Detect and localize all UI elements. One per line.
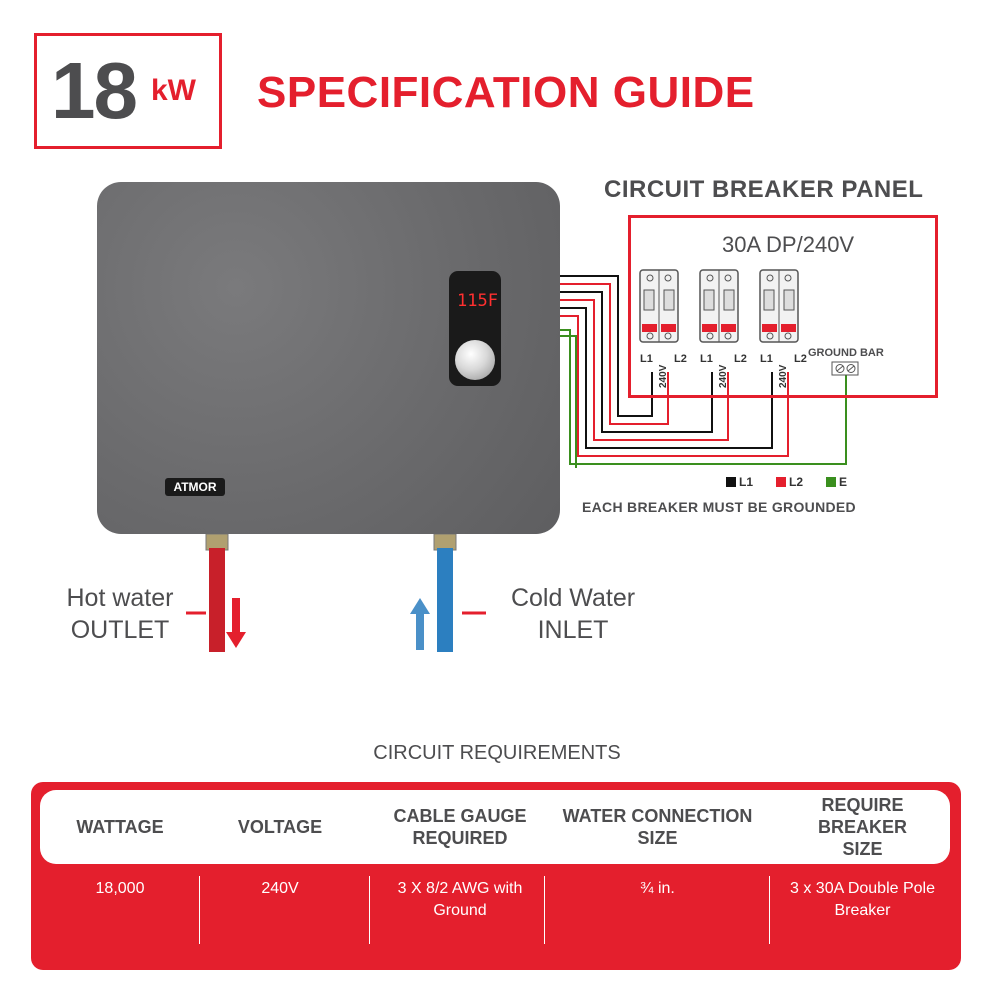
wire-b3-l2 (560, 315, 789, 457)
header-wattage: WATTAGE (76, 817, 164, 837)
wire-ground-b (560, 335, 577, 468)
breaker1-l2: L2 (674, 353, 687, 365)
header-water-connection: WATER CONNECTION SIZE (562, 806, 753, 848)
value-water-connection: ¾ in. (640, 880, 675, 897)
breaker3-l2: L2 (794, 353, 807, 365)
breaker2-l2: L2 (734, 353, 747, 365)
wire-b3-l1 (560, 307, 773, 449)
legend-l1: L1 (726, 475, 753, 489)
header-cable-gauge: CABLE GAUGE REQUIRED (393, 806, 527, 848)
legend-l2-swatch (776, 477, 786, 487)
power-value: 18 (51, 46, 138, 135)
cold-arrow-icon (410, 598, 430, 650)
breaker2-voltage: 240V (718, 364, 729, 388)
temperature-knob (455, 340, 495, 380)
hot-water-label: Hot water OUTLET (66, 584, 174, 644)
breaker3-voltage: 240V (778, 364, 789, 388)
requirements-title: CIRCUIT REQUIREMENTS (373, 742, 621, 764)
hot-arrow-icon (226, 598, 246, 648)
value-breaker-size: 3 x 30A Double Pole Breaker (790, 880, 935, 919)
wire-ground (560, 329, 847, 465)
ground-bar-label: GROUND BAR (808, 347, 884, 359)
legend-l1-swatch (726, 477, 736, 487)
legend-l2: L2 (776, 475, 803, 489)
cold-water-label: Cold Water INLET (510, 584, 636, 644)
table-divider (369, 876, 370, 944)
power-rating-box: 18 kW (34, 33, 222, 149)
display-temp: 115F (457, 291, 498, 311)
breaker1-voltage: 240V (658, 364, 669, 388)
legend-e-swatch (826, 477, 836, 487)
panel-title: CIRCUIT BREAKER PANEL (604, 176, 924, 203)
header-breaker-size: REQUIRE BREAKER SIZE (817, 795, 907, 859)
breakers (639, 269, 799, 343)
value-voltage: 240V (261, 880, 299, 897)
breaker2-l1: L1 (700, 353, 713, 365)
header-voltage: VOLTAGE (237, 817, 323, 837)
brand-logo: ATMOR (165, 478, 225, 496)
breaker3-l1: L1 (760, 353, 773, 365)
cold-pipe (433, 533, 457, 652)
legend-e: E (826, 475, 847, 489)
requirements-header-row (40, 790, 950, 864)
panel-rating: 30A DP/240V (722, 232, 855, 257)
breaker-panel-box (628, 215, 938, 398)
hot-pipe (205, 533, 229, 652)
value-wattage: 18,000 (95, 880, 145, 897)
wire-b2-l1 (560, 291, 713, 433)
table-divider (769, 876, 770, 944)
wire-b1-l1 (560, 275, 653, 417)
power-unit: kW (151, 74, 196, 107)
page-title: SPECIFICATION GUIDE (257, 68, 755, 117)
wire-b2-l2 (560, 299, 729, 441)
grounding-note: EACH BREAKER MUST BE GROUNDED (582, 499, 856, 515)
breaker1-l1: L1 (640, 353, 653, 365)
ground-bar-icon (831, 361, 859, 376)
table-divider (199, 876, 200, 944)
table-divider (544, 876, 545, 944)
wire-b1-l2 (560, 283, 669, 425)
value-cable-gauge: 3 X 8/2 AWG with Ground (397, 880, 523, 919)
